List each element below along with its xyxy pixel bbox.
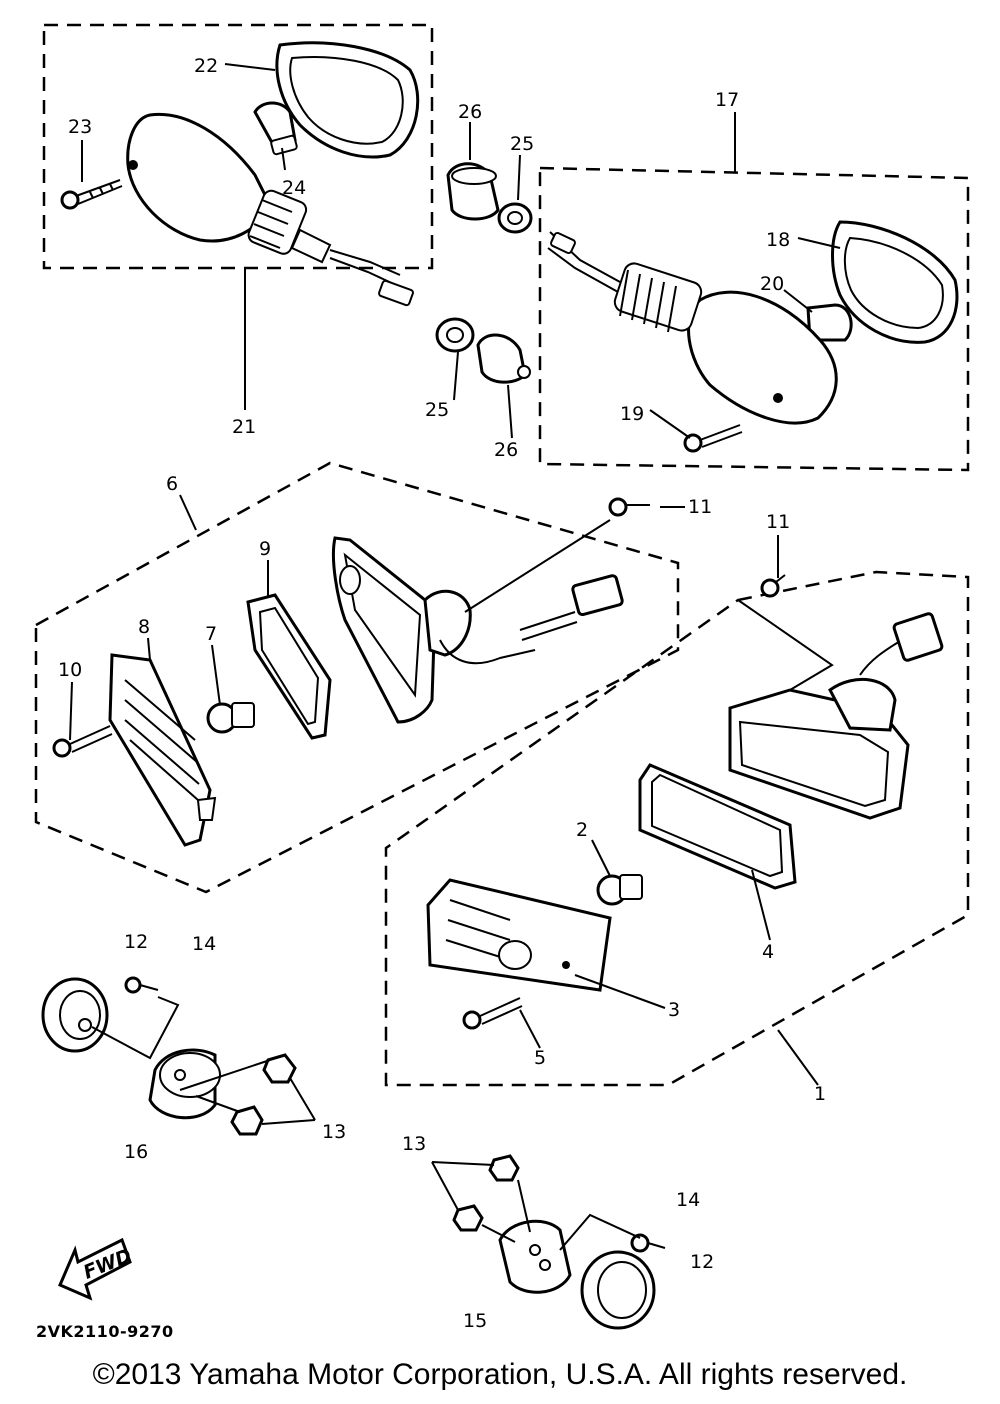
callout-9: 9: [259, 538, 271, 560]
screw-10: [52, 725, 113, 758]
callout-17: 17: [715, 89, 739, 111]
callout-12-right: 12: [690, 1251, 714, 1273]
gasket-4: [638, 763, 797, 890]
screw-14-left: [124, 976, 159, 994]
callout-numbers: 22 23 24 26 25 17 18 20 19 21 25 26 6 11…: [58, 55, 826, 1332]
assembly-group-1-box: [384, 570, 970, 1087]
grommet-26-bottom: [476, 333, 531, 384]
bulb-7: [206, 702, 255, 734]
callout-7: 7: [205, 623, 217, 645]
assembly-group-6-box: [34, 461, 680, 894]
callout-5: 5: [534, 1047, 546, 1069]
screw-23: [60, 179, 123, 210]
assembly-group-17-box: [538, 112, 970, 472]
collar-25-bottom: [435, 317, 475, 353]
leader-lines-lower-right: [431, 1161, 641, 1251]
nut-13-right-a: [488, 1154, 520, 1182]
callout-26-bottom: 26: [494, 439, 518, 461]
grommet-26-top: [446, 162, 500, 221]
housing-6: [331, 519, 624, 724]
lens-8-pattern: [124, 679, 200, 801]
assembly-group-21-box: [42, 23, 434, 410]
callout-16: 16: [124, 1141, 148, 1163]
screw-14-right: [630, 1233, 666, 1253]
collar-25-top: [497, 202, 533, 234]
callout-20: 20: [760, 273, 784, 295]
nut-13-left-a: [262, 1053, 297, 1084]
callout-26-top: 26: [458, 101, 482, 123]
screw-11-right: [737, 574, 834, 691]
lens-8: [108, 653, 217, 847]
lens-3: [426, 878, 612, 992]
callout-11-right: 11: [766, 511, 790, 533]
callout-12-left: 12: [124, 931, 148, 953]
diagram-code: 2VK2110-9270: [36, 1322, 174, 1341]
callout-11-top: 11: [688, 496, 712, 518]
gasket-9: [246, 593, 332, 740]
callout-25-top: 25: [510, 133, 534, 155]
lens-18: [831, 220, 959, 344]
screw-11-top: [608, 497, 650, 517]
bulb-2: [596, 874, 643, 906]
bracket-15: [498, 1219, 572, 1294]
fwd-arrow-icon: FWD: [58, 1237, 135, 1301]
callout-8: 8: [138, 616, 150, 638]
bulb-24: [253, 101, 298, 156]
flasher-body-21: [126, 112, 414, 307]
callout-2: 2: [576, 819, 588, 841]
callout-1: 1: [814, 1083, 826, 1105]
screw-5: [462, 997, 523, 1030]
callout-14-left: 14: [192, 933, 216, 955]
flasher-12-left: [41, 977, 109, 1053]
callout-24: 24: [282, 177, 306, 199]
callout-leaders: [69, 63, 841, 1049]
callout-21: 21: [232, 416, 256, 438]
bulb-20: [806, 303, 853, 342]
callout-13-right: 13: [402, 1133, 426, 1155]
leader-lines-lower-left: [91, 996, 316, 1125]
flasher-body-17: [547, 231, 838, 425]
callout-25-bottom: 25: [425, 399, 449, 421]
bracket-16: [148, 1048, 221, 1120]
callout-18: 18: [766, 229, 790, 251]
callout-10: 10: [58, 659, 82, 681]
callout-15: 15: [463, 1310, 487, 1332]
callout-4: 4: [762, 941, 774, 963]
callout-14-right: 14: [676, 1189, 700, 1211]
callout-22: 22: [194, 55, 218, 77]
callout-19: 19: [620, 403, 644, 425]
callout-13-left: 13: [322, 1121, 346, 1143]
lens-22: [275, 41, 420, 159]
screw-19: [683, 424, 743, 453]
callout-6: 6: [166, 473, 178, 495]
nut-13-left-b: [230, 1105, 264, 1136]
nut-13-right-b: [452, 1204, 484, 1232]
callout-3: 3: [668, 999, 680, 1021]
housing-1: [728, 612, 944, 820]
copyright-notice: ©2013 Yamaha Motor Corporation, U.S.A. A…: [92, 1358, 908, 1391]
flasher-12-right: [580, 1250, 656, 1330]
callout-23: 23: [68, 116, 92, 138]
